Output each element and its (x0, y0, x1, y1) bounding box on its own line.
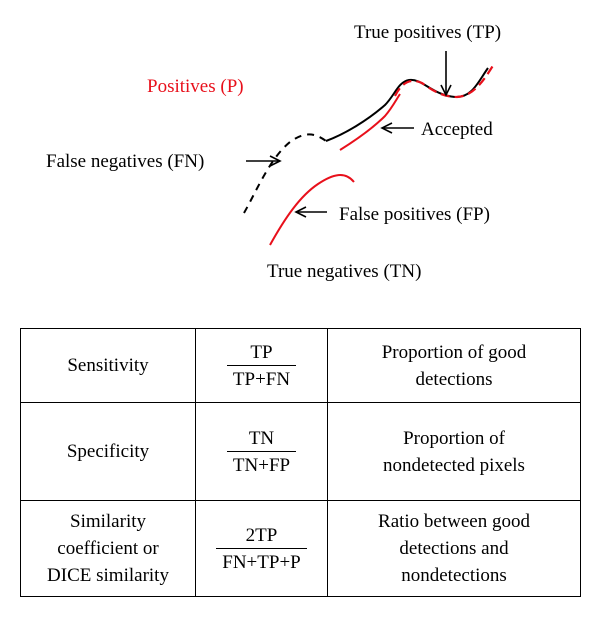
positives-accepted-curve (339, 93, 401, 151)
formula-denominator: TP+FN (226, 364, 297, 392)
description-line: detections and (399, 538, 509, 559)
accepted-curve (325, 67, 489, 142)
table-row: Sensitivity TP TP+FN Proportion of good … (20, 328, 581, 403)
description-line: nondetections (401, 565, 507, 586)
metric-name-cell: Similarity coefficient or DICE similarit… (20, 500, 196, 597)
table-row: Specificity TN TN+FP Proportion of nonde… (20, 402, 581, 501)
description-line: Proportion of (403, 427, 505, 449)
formula-fraction: TP TP+FN (226, 340, 297, 392)
formula-cell: 2TP FN+TP+P (195, 500, 328, 597)
formula-cell: TP TP+FN (195, 328, 328, 403)
formula-fraction: 2TP FN+TP+P (216, 523, 307, 575)
description-line: Ratio between good (378, 511, 530, 532)
positives-label: Positives (P) (147, 76, 244, 97)
formula-fraction: TN TN+FP (226, 426, 297, 478)
false-positives-label: False positives (FP) (339, 204, 490, 225)
arrow-icon (294, 206, 327, 218)
description-cell: Proportion of good detections (327, 328, 581, 403)
metric-name: Similarity (70, 511, 146, 532)
metric-name-cell: Specificity (20, 402, 196, 501)
false-positives-curve (269, 174, 355, 246)
formula-cell: TN TN+FP (195, 402, 328, 501)
description-line: Proportion of good (381, 341, 527, 363)
false-negatives-curve (243, 133, 327, 214)
formula-numerator: TN (248, 427, 275, 449)
false-negatives-label: False negatives (FN) (46, 151, 204, 172)
metric-name: coefficient or (57, 538, 159, 559)
table-row: Similarity coefficient or DICE similarit… (20, 500, 581, 597)
arrow-icon (440, 51, 452, 97)
metrics-table: Sensitivity TP TP+FN Proportion of good … (20, 328, 581, 597)
true-positives-curve (394, 63, 495, 99)
formula-denominator: TN+FP (226, 450, 297, 478)
detection-curves-diagram: True positives (TP) Positives (P) Accept… (46, 22, 501, 282)
accepted-label: Accepted (421, 119, 493, 140)
true-negatives-label: True negatives (TN) (267, 261, 421, 282)
description-line: detections (415, 368, 493, 390)
arrow-icon (246, 155, 282, 167)
description-line: nondetected pixels (383, 454, 525, 476)
metric-name: DICE similarity (47, 565, 169, 586)
metric-name: Specificity (66, 441, 150, 462)
arrow-icon (380, 122, 414, 134)
formula-denominator: FN+TP+P (216, 547, 307, 575)
formula-numerator: 2TP (245, 524, 278, 546)
formula-numerator: TP (250, 341, 273, 363)
true-positives-label: True positives (TP) (354, 22, 501, 43)
metric-name: Sensitivity (67, 355, 149, 376)
metric-name-cell: Sensitivity (20, 328, 196, 403)
description-cell: Ratio between good detections and nondet… (327, 500, 581, 597)
description-cell: Proportion of nondetected pixels (327, 402, 581, 501)
